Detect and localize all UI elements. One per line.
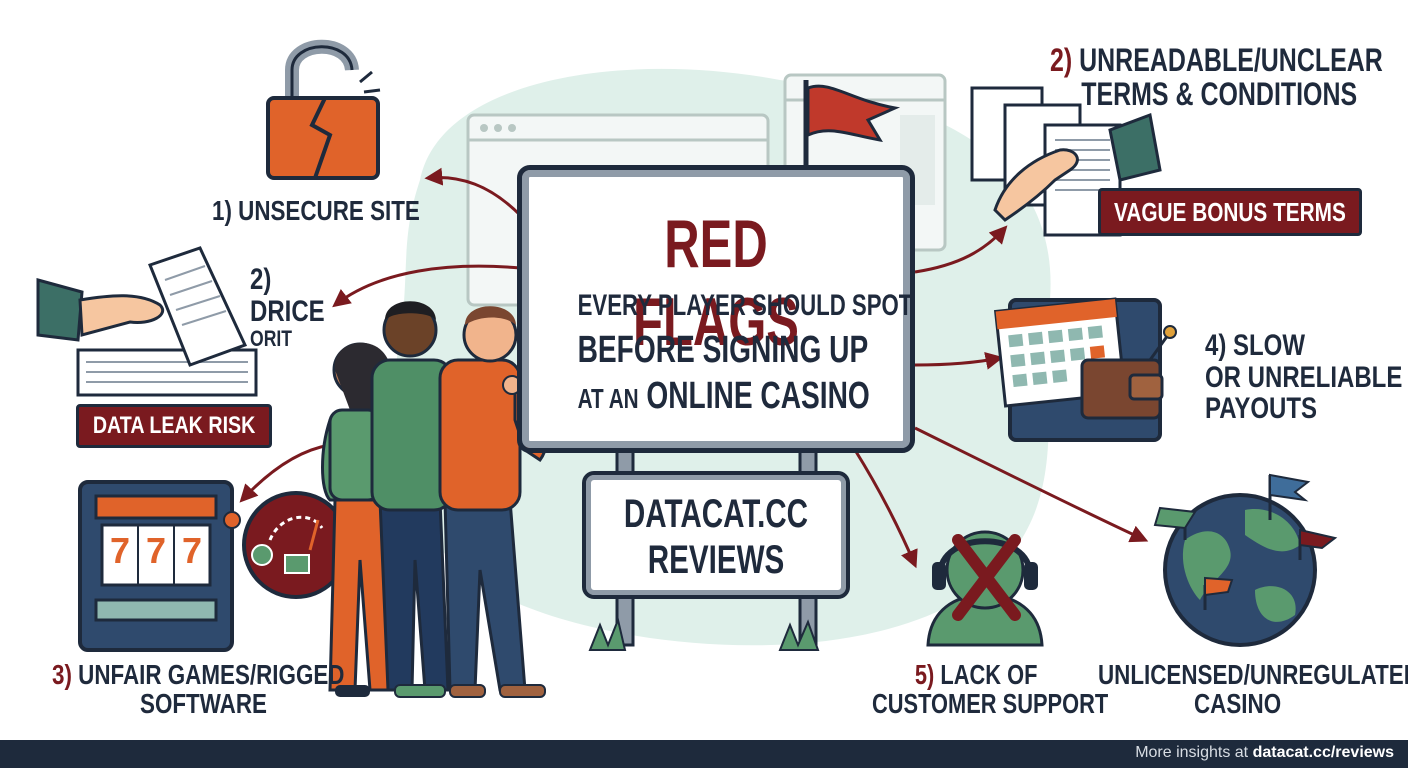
data-leak-tag: DATA LEAK RISK bbox=[76, 404, 272, 448]
payouts-line2: OR UNRELIABLE bbox=[1205, 360, 1403, 394]
unfair-number: 3) bbox=[52, 659, 72, 690]
drice-line2: ORIT bbox=[250, 326, 293, 351]
unlicensed-line2: CASINO bbox=[1194, 688, 1282, 720]
rigged-wheel-icon bbox=[242, 491, 350, 599]
sign-line3-prefix: AT AN bbox=[577, 383, 639, 414]
wallet-icon bbox=[1080, 325, 1177, 420]
data-leak-text: DATA LEAK RISK bbox=[92, 412, 256, 439]
footer-text: More insights at datacat.cc/reviews bbox=[1135, 744, 1394, 762]
payouts-line3: PAYOUTS bbox=[1205, 392, 1318, 425]
slot-machine-icon bbox=[78, 480, 241, 652]
support-label: 5) LACK OF CUSTOMER SUPPORT bbox=[872, 660, 1108, 719]
terms-label: 2) UNREADABLE/UNCLEAR TERMS & CONDITIONS bbox=[1050, 42, 1383, 112]
vague-bonus-tag: VAGUE BONUS TERMS bbox=[1098, 188, 1362, 236]
reviews-sign-line2: REVIEWS bbox=[647, 538, 785, 582]
slot-reel: 7 bbox=[181, 530, 203, 571]
support-line2: CUSTOMER SUPPORT bbox=[872, 688, 1109, 720]
sign-subtitle-line2: BEFORE SIGNING UP bbox=[577, 329, 869, 371]
drice-number: 2) bbox=[250, 263, 272, 296]
unsecure-site-text: 1) UNSECURE SITE bbox=[212, 195, 420, 226]
contract-documents-icon bbox=[36, 246, 258, 397]
unfair-line2: SOFTWARE bbox=[140, 688, 267, 720]
sign-subtitle-line1: EVERY PLAYER SHOULD SPOT bbox=[577, 289, 913, 322]
unfair-games-label: 3) UNFAIR GAMES/RIGGED SOFTWARE bbox=[52, 660, 344, 719]
unsecure-site-label: 1) UNSECURE SITE bbox=[212, 196, 420, 225]
slot-reel: 7 bbox=[145, 530, 167, 571]
slot-reels: 7 7 7 bbox=[102, 530, 210, 580]
payouts-label: 4) SLOW OR UNRELIABLE PAYOUTS bbox=[1205, 330, 1402, 425]
footer-bar: More insights at datacat.cc/reviews bbox=[0, 740, 1408, 768]
unlicensed-line1: UNLICENSED/UNREGULATED bbox=[1098, 659, 1408, 690]
reviews-sign: DATACAT.CC REVIEWS bbox=[582, 471, 850, 599]
red-flag-icon bbox=[803, 80, 901, 175]
broken-padlock-icon bbox=[266, 39, 381, 180]
hand-icon bbox=[993, 112, 1162, 222]
sign-title: RED FLAGS bbox=[633, 206, 799, 360]
support-line1: LACK OF bbox=[940, 659, 1038, 690]
illustration-layer bbox=[36, 39, 1338, 698]
support-number: 5) bbox=[914, 659, 935, 690]
terms-number: 2) bbox=[1050, 42, 1073, 78]
slot-reel: 7 bbox=[109, 530, 131, 571]
drice-label: 2) DRICE ORIT bbox=[250, 264, 325, 350]
unfair-line1: UNFAIR GAMES/RIGGED bbox=[78, 659, 345, 690]
unlicensed-label: UNLICENSED/UNREGULATED CASINO bbox=[1098, 660, 1408, 719]
reviews-sign-line1: DATACAT.CC bbox=[623, 492, 809, 536]
worried-people-illustration bbox=[321, 301, 549, 698]
globe-icon bbox=[1153, 473, 1338, 647]
headset-icon bbox=[926, 530, 1044, 647]
terms-line2: TERMS & CONDITIONS bbox=[1081, 75, 1358, 112]
terms-line1: UNREADABLE/UNCLEAR bbox=[1079, 42, 1383, 78]
main-sign: RED FLAGS EVERY PLAYER SHOULD SPOT BEFOR… bbox=[517, 165, 915, 453]
footer-prefix: More insights at bbox=[1135, 744, 1249, 761]
vague-bonus-text: VAGUE BONUS TERMS bbox=[1114, 196, 1346, 227]
footer-link[interactable]: datacat.cc/reviews bbox=[1252, 744, 1394, 761]
payouts-line1: 4) SLOW bbox=[1205, 329, 1305, 362]
sign-subtitle-line3: AT AN ONLINE CASINO bbox=[577, 375, 870, 418]
drice-line1: DRICE bbox=[250, 294, 325, 328]
sign-line3-main: ONLINE CASINO bbox=[646, 375, 870, 417]
connector-arrows bbox=[239, 167, 1149, 569]
